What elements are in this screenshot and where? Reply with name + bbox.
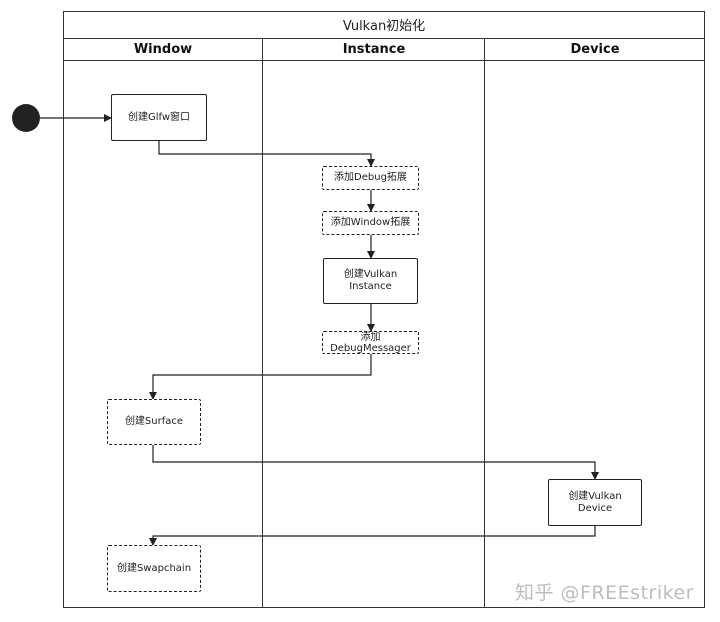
edge-glfw-to-debug-ext (158, 141, 375, 167)
lane-header-device: Device (485, 39, 705, 61)
lane-divider-2 (484, 39, 485, 608)
lane-header-window: Window (63, 39, 263, 61)
edge-messenger-to-surface (149, 354, 372, 400)
node-create-surface[interactable]: 创建Surface (107, 399, 201, 445)
node-create-vulkan-instance[interactable]: 创建Vulkan Instance (323, 258, 418, 304)
edge-surface-to-device (152, 445, 599, 480)
diagram-title: Vulkan初始化 (63, 11, 705, 39)
start-node (12, 104, 40, 132)
node-create-glfw-window[interactable]: 创建Glfw窗口 (111, 94, 207, 141)
lane-header-instance: Instance (263, 39, 485, 61)
node-add-debug-messenger[interactable]: 添加 DebugMessager (322, 331, 419, 354)
swimlane-frame (63, 11, 705, 608)
node-create-vulkan-device[interactable]: 创建Vulkan Device (548, 479, 642, 526)
lane-divider-1 (262, 39, 263, 608)
edge-device-to-swapchain (149, 526, 596, 546)
node-add-debug-extension[interactable]: 添加Debug拓展 (322, 166, 419, 190)
node-create-swapchain[interactable]: 创建Swapchain (107, 545, 201, 592)
watermark: 知乎 @FREEstriker (515, 582, 694, 604)
node-add-window-extension[interactable]: 添加Window拓展 (322, 211, 419, 235)
